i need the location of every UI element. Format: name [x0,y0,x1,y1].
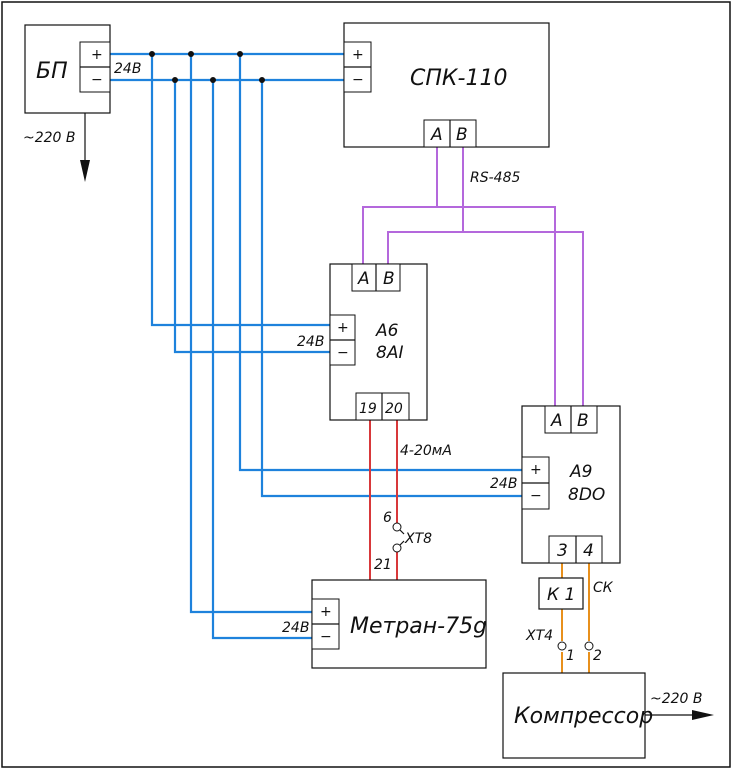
a6-module-block [329,263,428,421]
a6-b: B [383,269,395,289]
power-supply-block [24,24,111,182]
a9-module-block [521,405,621,564]
spk-b: B [456,125,468,145]
a6-type: 8AI [376,343,403,363]
xt8-terminal-block [392,522,405,553]
a9-terminal-4: 4 [583,541,594,561]
power-wires [110,52,522,640]
relay-name: К 1 [547,585,575,605]
metran-plus: + [320,604,332,620]
a6-terminal-19: 19 [359,401,377,417]
compressor-block [502,672,714,759]
a9-b: B [577,411,589,431]
a9-plus: + [530,462,542,478]
spk-a: A [430,125,443,145]
a9-type: 8DO [568,485,605,505]
a6-a: A [357,269,370,289]
relay-wires [561,563,590,673]
a6-voltage: 24В [297,334,324,350]
xt8-name: XT8 [404,531,432,547]
controller-block [343,22,550,148]
a6-plus: + [337,320,349,336]
metran-block [311,579,487,669]
a9-voltage: 24В [490,476,517,492]
compressor-mains-arrow-icon [692,710,714,720]
bp-mains: ~220 В [23,130,76,146]
spk-plus: + [352,47,364,63]
metran-minus: − [320,629,332,645]
a6-name: А6 [375,321,399,341]
rs485-wires [362,147,584,406]
signal-label: 4-20мА [400,443,452,459]
a9-minus: − [530,488,542,504]
a9-name: А9 [569,462,592,482]
xt4-terminal-block [557,641,594,651]
rs485-label: RS-485 [470,170,520,186]
xt8-pin-21: 21 [374,557,392,573]
xt4-name: XT4 [525,628,553,644]
xt4-pin-1: 1 [566,648,575,664]
relay-block [538,577,584,610]
metran-name: Метран-75g [350,614,487,639]
xt8-pin-6: 6 [383,510,392,526]
bp-name: БП [36,59,68,84]
a6-minus: − [337,345,349,361]
a6-terminal-20: 20 [385,401,403,417]
compressor-mains: ~220 В [650,691,703,707]
mains-arrow-icon [80,160,90,182]
bp-voltage: 24В [114,61,141,77]
relay-contact: СК [593,580,614,596]
a9-a: A [550,411,563,431]
signal-wires [369,420,398,580]
xt4-pin-2: 2 [593,648,602,664]
junction-dots [149,51,265,83]
bp-minus: − [91,72,103,88]
spk-name: СПК-110 [410,66,507,91]
bp-plus: + [91,47,103,63]
spk-minus: − [352,72,364,88]
a9-terminal-3: 3 [557,541,568,561]
compressor-name: Компрессор [514,704,653,729]
metran-voltage: 24В [282,620,309,636]
